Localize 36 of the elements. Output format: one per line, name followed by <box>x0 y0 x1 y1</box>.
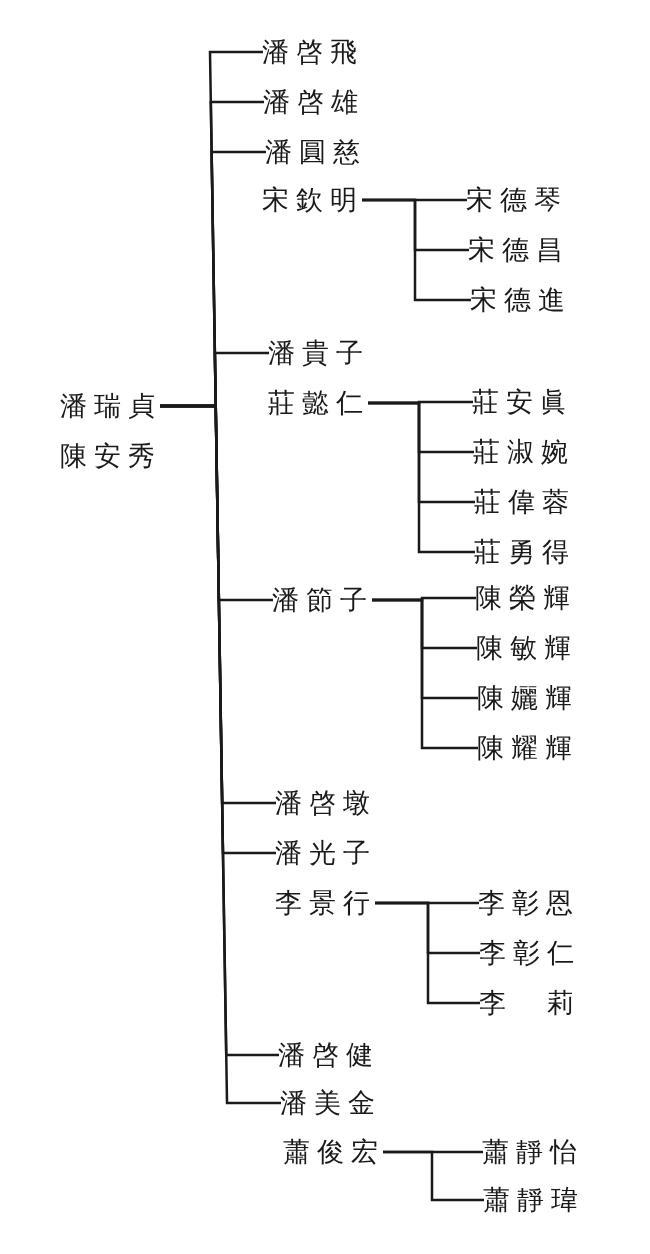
name-label: 陳耀輝 <box>477 731 579 765</box>
name-label: 潘貴子 <box>268 336 370 370</box>
name-label: 潘美金 <box>280 1086 382 1120</box>
name-label: 潘啓飛 <box>262 35 364 69</box>
name-label: 莊勇得 <box>474 535 576 569</box>
name-label: 莊安眞 <box>472 385 574 419</box>
name-label: 蕭靜怡 <box>482 1135 584 1169</box>
name-label: 李 莉 <box>479 986 581 1020</box>
connector-line <box>368 401 475 554</box>
connector-line <box>383 1150 484 1202</box>
name-label: 莊淑婉 <box>473 435 575 469</box>
name-label: 潘圓慈 <box>265 135 367 169</box>
name-label: 陳榮輝 <box>475 581 577 615</box>
name-label: 潘啓墩 <box>275 786 377 820</box>
name-label: 潘光子 <box>275 836 377 870</box>
name-label: 陳安秀 <box>60 439 162 473</box>
name-label: 宋德琴 <box>466 183 568 217</box>
name-label: 宋欽明 <box>262 183 364 217</box>
name-label: 潘瑞貞 <box>60 389 162 423</box>
name-label: 潘啓雄 <box>263 85 365 119</box>
name-label: 宋德進 <box>470 283 572 317</box>
name-label: 李彰仁 <box>479 936 581 970</box>
name-label: 潘啓健 <box>278 1038 380 1072</box>
name-label: 蕭靜瑋 <box>483 1183 585 1217</box>
name-label: 潘節子 <box>272 583 374 617</box>
name-label: 陳孋輝 <box>477 681 579 715</box>
name-label: 莊懿仁 <box>268 386 370 420</box>
connector-line <box>375 901 480 1005</box>
name-label: 陳敏輝 <box>476 631 578 665</box>
connector-line <box>362 198 471 302</box>
name-label: 李景行 <box>275 886 377 920</box>
name-label: 莊偉蓉 <box>474 485 576 519</box>
name-label: 蕭俊宏 <box>283 1135 385 1169</box>
connector-line <box>372 598 478 750</box>
name-label: 宋德昌 <box>468 233 570 267</box>
name-label: 李彰恩 <box>478 886 580 920</box>
